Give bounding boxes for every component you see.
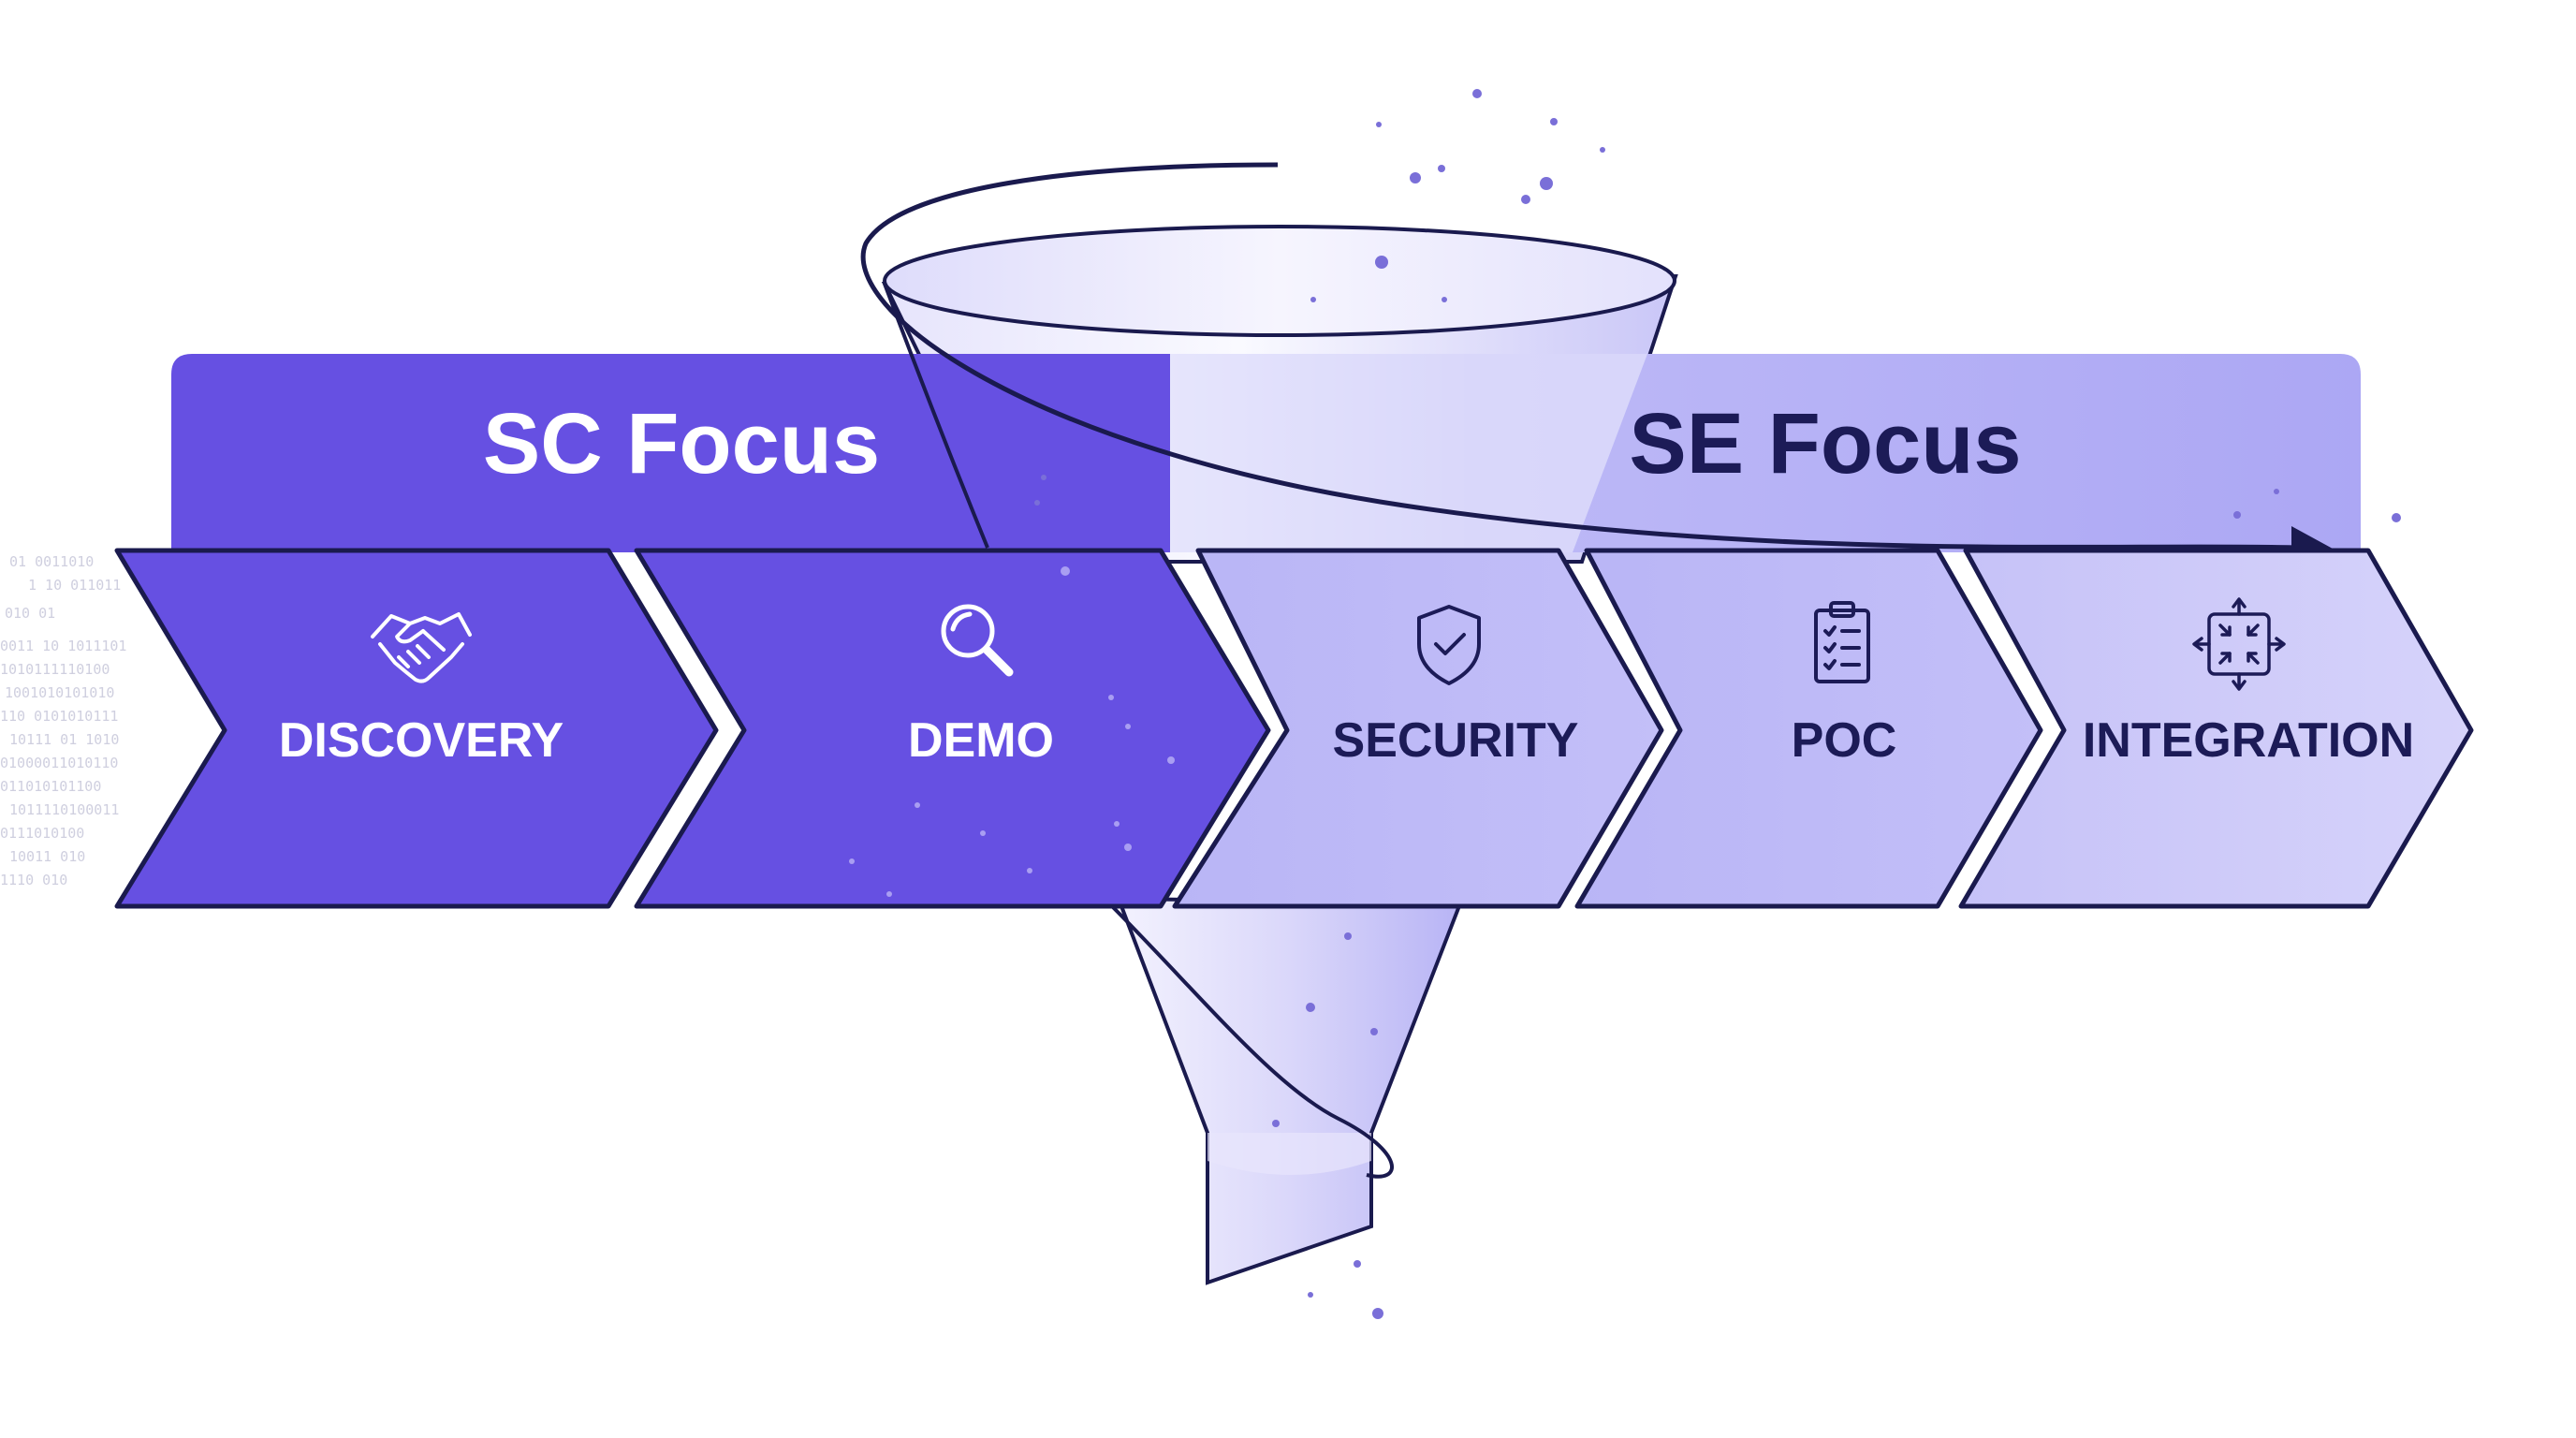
stage-label-security: SECURITY: [1333, 713, 1579, 768]
svg-text:10011 010: 10011 010: [9, 848, 85, 865]
chevron-integration[interactable]: [1958, 548, 2474, 909]
magnifier-icon: [941, 604, 1014, 677]
svg-text:1110 010: 1110 010: [0, 872, 67, 888]
chevron-poc[interactable]: [1574, 548, 2043, 909]
svg-text:110 0101010111: 110 0101010111: [0, 708, 118, 725]
binary-texture: 01 0011010 1 10 011011 010 01 0011 10 10…: [0, 553, 126, 888]
chevron-demo[interactable]: [634, 548, 1271, 909]
sc-focus-band: [171, 354, 1170, 552]
swirl-lower: [1107, 902, 1394, 1179]
stage-label-poc: POC: [1792, 713, 1897, 768]
svg-text:0011 10 1011101: 0011 10 1011101: [0, 638, 126, 654]
funnel-spout-fold: [1208, 1133, 1371, 1175]
demo-dots: [849, 566, 1175, 897]
shield-check-icon: [1417, 605, 1481, 685]
chevron-discovery[interactable]: [114, 548, 719, 909]
svg-text:10111 01 1010: 10111 01 1010: [9, 731, 119, 748]
funnel-rim: [883, 225, 1676, 337]
svg-text:0111010100: 0111010100: [0, 825, 84, 842]
svg-text:01 0011010: 01 0011010: [9, 553, 94, 570]
svg-text:1011110100011: 1011110100011: [9, 801, 119, 818]
swirl-line: [860, 162, 2304, 550]
clipboard-checklist-icon: [1814, 601, 1870, 683]
chevron-security[interactable]: [1172, 548, 1664, 909]
svg-text:010 01: 010 01: [5, 605, 55, 622]
integration-arrows-icon: [2192, 597, 2286, 691]
stage-label-demo: DEMO: [908, 713, 1054, 768]
sc-focus-label: SC Focus: [483, 396, 880, 492]
funnel-lower-body: [1116, 896, 1463, 1285]
svg-text:1010111110100: 1010111110100: [0, 661, 110, 678]
handshake-icon: [371, 612, 472, 683]
svg-text:011010101100: 011010101100: [0, 778, 101, 795]
se-focus-label: SE Focus: [1629, 396, 2021, 492]
se-band-glare: [1170, 354, 1647, 552]
funnel-left-edge: [883, 283, 989, 549]
stage-label-discovery: DISCOVERY: [279, 713, 564, 768]
svg-text:1 10 011011: 1 10 011011: [28, 577, 121, 594]
svg-text:1001010101010: 1001010101010: [5, 684, 114, 701]
svg-text:01000011010110: 01000011010110: [0, 755, 118, 771]
stage-label-integration: INTEGRATION: [2083, 713, 2414, 768]
